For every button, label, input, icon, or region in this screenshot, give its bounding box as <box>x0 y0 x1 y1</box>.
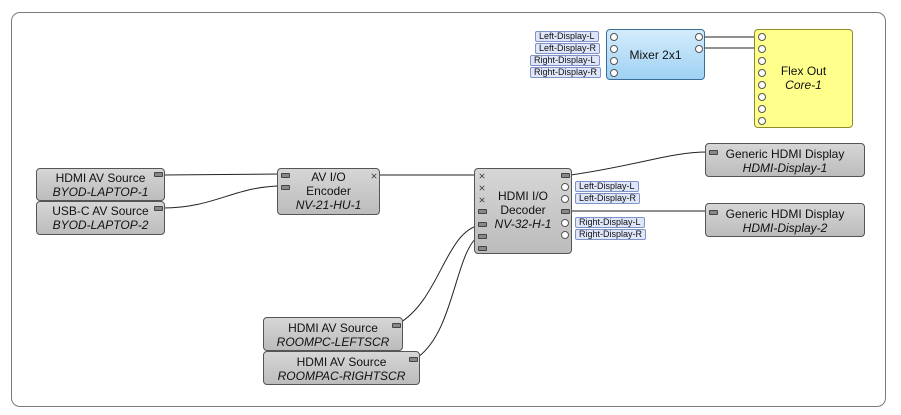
hdmi-av-source-roompac-rightscr[interactable]: HDMI AV Source ROOMPAC-RIGHTSCR <box>263 351 420 385</box>
node-name-label: ROOMPAC-RIGHTSCR <box>277 369 406 383</box>
node-type-label: Mixer 2x1 <box>629 48 682 62</box>
node-type-label-2: Encoder <box>306 184 351 198</box>
mixer-tag-left-display-r[interactable]: Left-Display-R <box>535 43 601 54</box>
node-type-label: Generic HDMI Display <box>725 207 845 221</box>
usbc-output-pin[interactable] <box>154 206 163 211</box>
flexout-input-pin-5[interactable] <box>758 81 766 89</box>
node-type-label: HDMI AV Source <box>55 171 146 185</box>
node-type-label: Flex Out <box>780 64 827 78</box>
mixer-tag-right-display-r[interactable]: Right-Display-R <box>530 67 602 78</box>
decoder-audio-out-pin-4[interactable] <box>561 231 569 239</box>
tag-left-display-r[interactable]: Left-Display-R <box>575 193 641 204</box>
encoder-input-pin-2[interactable] <box>281 185 290 190</box>
encoder-input-pin-1[interactable] <box>281 173 290 178</box>
mixer-input-pin-3[interactable] <box>610 57 618 65</box>
hdmi-av-source-byod-laptop-1[interactable]: HDMI AV Source BYOD-LAPTOP-1 <box>36 168 165 201</box>
node-type-label: Generic HDMI Display <box>725 147 845 161</box>
hdmi-av-source-roompc-leftscr[interactable]: HDMI AV Source ROOMPC-LEFTSCR <box>263 317 403 351</box>
decoder-hdmi-input-pin-2[interactable] <box>478 234 487 239</box>
mixer-input-pin-2[interactable] <box>610 45 618 53</box>
decoder-usb-pin[interactable] <box>478 209 487 214</box>
mixer-output-pin-2[interactable] <box>695 45 703 53</box>
tag-right-display-l[interactable]: Right-Display-L <box>575 217 645 228</box>
mixer-output-pin-1[interactable] <box>695 33 703 41</box>
decoder-audio-out-pin-1[interactable] <box>561 183 569 191</box>
decoder-stream-pin-2[interactable]: ⨯ <box>478 183 486 193</box>
node-type-label-2: Decoder <box>500 203 546 217</box>
hdmi-output-pin[interactable] <box>154 172 163 177</box>
hdmi-output-pin[interactable] <box>409 357 418 362</box>
node-type-label: USB-C AV Source <box>52 204 149 218</box>
node-name-label: ROOMPC-LEFTSCR <box>276 335 390 349</box>
node-name-label: NV-32-H-1 <box>494 217 552 231</box>
flexout-input-pin-6[interactable] <box>758 93 766 101</box>
decoder-hdmi-output-pin-1[interactable] <box>561 173 570 178</box>
display-hdmi-input-pin[interactable] <box>709 150 718 155</box>
tag-left-display-l[interactable]: Left-Display-L <box>575 181 639 192</box>
hdmi-io-decoder-node[interactable]: HDMI I/O Decoder NV-32-H-1 ⨯ ⨯ ⨯ <box>474 168 572 254</box>
node-type-label: HDMI AV Source <box>288 321 378 335</box>
node-name-label: BYOD-LAPTOP-1 <box>52 185 149 199</box>
generic-hdmi-display-1[interactable]: Generic HDMI Display HDMI-Display-1 <box>705 143 865 177</box>
generic-hdmi-display-2[interactable]: Generic HDMI Display HDMI-Display-2 <box>705 203 865 237</box>
node-name-label: HDMI-Display-1 <box>742 161 828 175</box>
display-hdmi-input-pin[interactable] <box>709 210 718 215</box>
tag-right-display-r[interactable]: Right-Display-R <box>575 229 647 240</box>
decoder-hdmi-output-pin-2[interactable] <box>561 209 570 214</box>
encoder-stream-output-pin[interactable]: ⨯ <box>370 171 378 181</box>
flexout-input-pin-8[interactable] <box>758 117 766 125</box>
decoder-audio-out-pin-3[interactable] <box>561 219 569 227</box>
flexout-input-pin-2[interactable] <box>758 45 766 53</box>
flexout-input-pin-3[interactable] <box>758 57 766 65</box>
mixer-input-pin-4[interactable] <box>610 69 618 77</box>
node-name-label: NV-21-HU-1 <box>295 198 362 212</box>
flex-out-core-1[interactable]: Flex Out Core-1 <box>754 29 853 128</box>
node-type-label-1: AV I/O <box>311 170 346 184</box>
av-io-encoder-node[interactable]: AV I/O Encoder NV-21-HU-1 ⨯ <box>277 168 380 215</box>
mixer-tag-right-display-l[interactable]: Right-Display-L <box>530 55 600 66</box>
node-name-label: Core-1 <box>785 78 822 92</box>
decoder-stream-pin-3[interactable]: ⨯ <box>478 195 486 205</box>
decoder-stream-input-pin[interactable]: ⨯ <box>478 171 486 181</box>
node-type-label: HDMI AV Source <box>296 355 387 369</box>
node-name-label: BYOD-LAPTOP-2 <box>52 218 149 232</box>
flexout-input-pin-7[interactable] <box>758 105 766 113</box>
mixer-input-pin-1[interactable] <box>610 33 618 41</box>
flexout-input-pin-4[interactable] <box>758 69 766 77</box>
node-name-label: HDMI-Display-2 <box>742 221 828 235</box>
mixer-2x1-node[interactable]: Mixer 2x1 <box>606 29 705 80</box>
hdmi-output-pin[interactable] <box>392 323 401 328</box>
usbc-av-source-byod-laptop-2[interactable]: USB-C AV Source BYOD-LAPTOP-2 <box>36 201 165 235</box>
mixer-tag-left-display-l[interactable]: Left-Display-L <box>535 31 599 42</box>
node-type-label-1: HDMI I/O <box>498 189 548 203</box>
decoder-hdmi-input-pin-1[interactable] <box>478 222 487 227</box>
flexout-input-pin-1[interactable] <box>758 33 766 41</box>
decoder-hdmi-input-pin-3[interactable] <box>478 246 487 251</box>
decoder-audio-out-pin-2[interactable] <box>561 195 569 203</box>
